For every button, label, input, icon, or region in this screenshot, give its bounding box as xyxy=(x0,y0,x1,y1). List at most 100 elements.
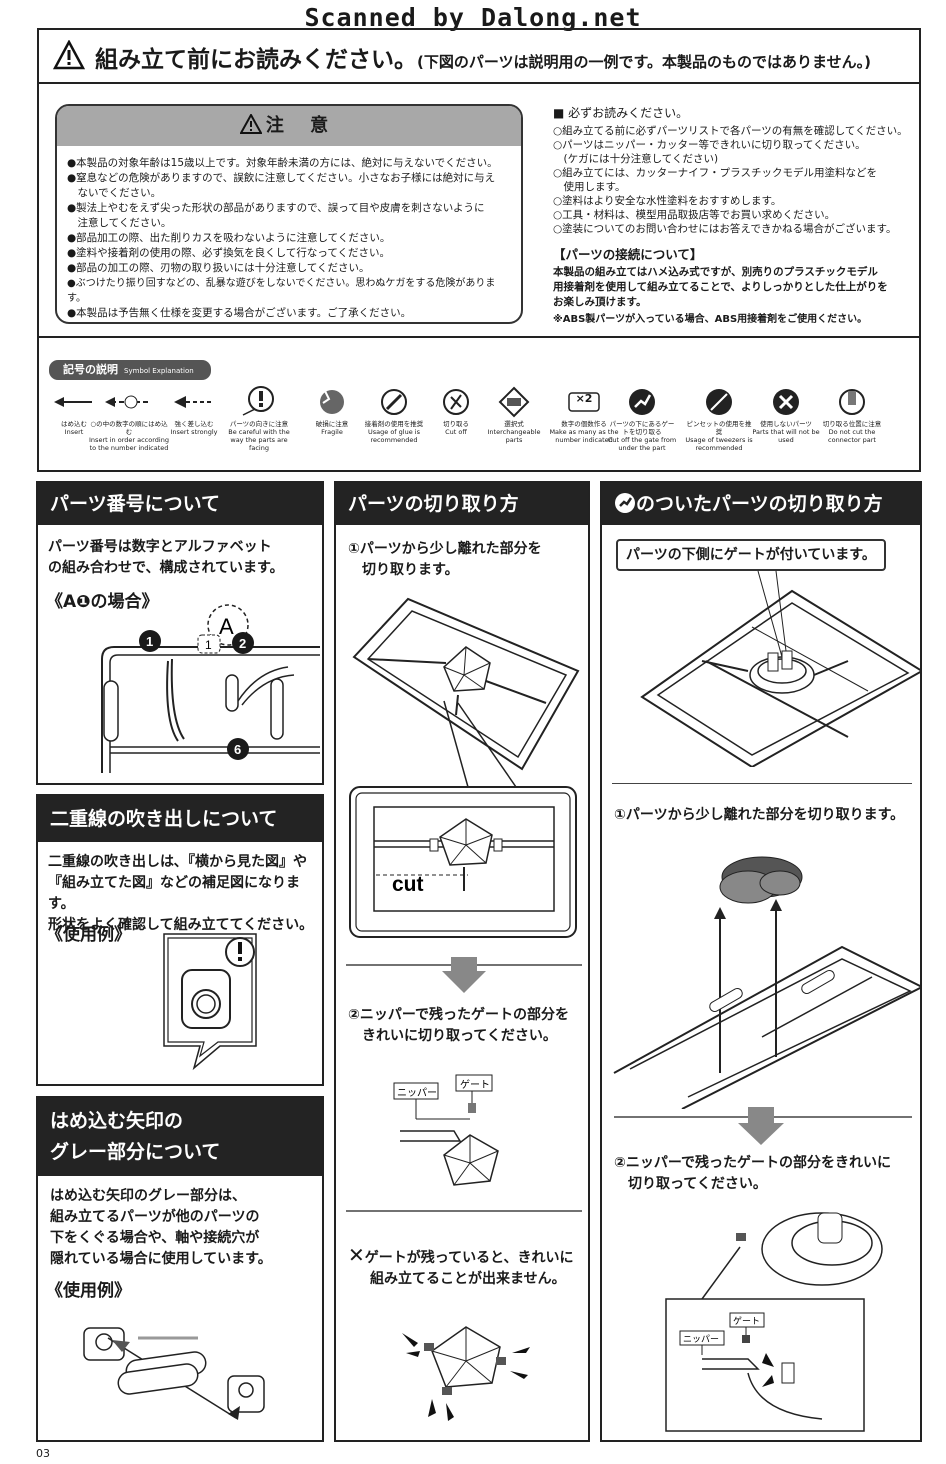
multiply-icon: ×2 xyxy=(549,384,619,420)
list-item: ○パーツはニッパー・カッター等できれいに切り取ってください。 xyxy=(553,139,866,151)
runner-label-a: A xyxy=(219,614,234,639)
list-item: ●ぶつけたり振り回すなどの、乱暴な遊びをしないでください。思わぬケガをする危険が… xyxy=(67,278,496,304)
symbol-label-jp: 切り取る xyxy=(443,420,469,428)
joint-note: ※ABS製パーツが入っている場合、ABS用接着剤をご使用ください。 xyxy=(553,314,868,325)
symbol-label-jp: 破損に注意 xyxy=(315,420,349,428)
nipper-label: ニッパー xyxy=(683,1334,719,1344)
cut-step2-text: ②ニッパーで残ったゲートの部分を きれいに切り取ってください。 xyxy=(348,1007,570,1044)
cut-step1-text: ①パーツから少し離れた部分を 切り取ります。 xyxy=(348,541,542,578)
gray-arrow-body: はめ込む矢印のグレー部分は、 組み立てるパーツが他のパーツの 下をくぐる場合や、… xyxy=(50,1188,272,1267)
gate-step2-text: ②ニッパーで残ったゲートの部分をきれいに 切り取ってください。 xyxy=(614,1155,892,1192)
list-item: 使用します。 xyxy=(553,181,626,193)
divider xyxy=(612,783,912,784)
list-item: ●部品の加工の際、刃物の取り扱いには十分注意してください。 xyxy=(67,262,370,274)
arrow-insert-icon xyxy=(39,384,109,420)
nipper-label: ニッパー xyxy=(397,1087,437,1099)
cut-warning-illustration xyxy=(402,1326,530,1421)
gray-arrow-example: 《使用例》 xyxy=(46,1281,131,1301)
gate-step2-illustration: ゲート ニッパー xyxy=(665,1212,883,1432)
select-icon xyxy=(479,384,549,420)
list-item: ●塗料や接着剤の使用の際、必ず換気を良くして行なってください。 xyxy=(67,247,391,259)
symbol-label-en: Insert strongly xyxy=(170,428,218,436)
symbol-label-en: Insert in order according to the number … xyxy=(89,436,169,452)
gate-parts-panel: のついたパーツの切り取り方 パーツの下側にゲートが付いています。 ①パーツから少… xyxy=(600,481,922,1442)
part-number-heading: パーツ番号について xyxy=(38,483,322,525)
double-balloon-illustration xyxy=(163,933,257,1071)
unused-icon xyxy=(751,384,821,420)
symbol-label-en: Be careful with the way the parts are fa… xyxy=(228,428,290,452)
symbol-label-jp: パーツの向きに注意 xyxy=(229,420,289,428)
gate-callout: パーツの下側にゲートが付いています。 xyxy=(616,539,886,571)
symbol-label-jp: 強く差し込む xyxy=(174,420,214,428)
symbol-label-jp: 数字の個数作る xyxy=(561,420,607,428)
symbol-label-en: Usage of tweezers is recommended xyxy=(685,436,753,452)
page-subtitle: (下図のパーツは説明用の一例です。本製品のものではありません。) xyxy=(417,53,871,71)
joint-body-line: 本製品の組み立てはハメ込み式ですが、別売りのプラスチックモデル xyxy=(553,266,878,278)
symbol-label-en: Usage of glue is recommended xyxy=(368,428,420,444)
gate-label: ゲート xyxy=(460,1079,490,1091)
gate-step1-illustration xyxy=(613,856,922,1109)
symbol-label-jp: 接着剤の使用を推奨 xyxy=(364,420,424,428)
list-item: ○工具・材料は、模型用品取扱店等でお買い求めください。 xyxy=(553,209,836,221)
cut-position-icon xyxy=(817,384,887,420)
cut-method-panel: パーツの切り取り方 ①パーツから少し離れた部分を 切り取ります。 cut ②ニッ… xyxy=(334,481,590,1442)
runner-label-2: 2 xyxy=(239,636,246,651)
symbol-label-jp: はめ込む xyxy=(61,420,87,428)
list-item: ○塗装についてのお問い合わせにはお答えできかねる場合がございます。 xyxy=(553,223,897,235)
list-item: (ケガには十分注意してください) xyxy=(553,153,719,165)
symbol-label-jp: パーツの下にあるゲートを切り取る xyxy=(609,420,675,436)
cut-method-heading: パーツの切り取り方 xyxy=(336,483,588,525)
cross-icon: ✕ xyxy=(348,1243,365,1267)
runner-label-6: 6 xyxy=(234,742,241,757)
tweezers-icon xyxy=(684,384,754,420)
gate-under-icon xyxy=(615,493,635,513)
caution-heading: 注 意 xyxy=(57,106,521,146)
gate-step1-text: ①パーツから少し離れた部分を切り取ります。 xyxy=(614,807,905,823)
symbol-label-en: Interchangeable parts xyxy=(487,428,541,444)
symbol-label-en: Insert xyxy=(64,428,84,436)
arrow-order-icon xyxy=(89,384,169,420)
gray-arrow-panel: はめ込む矢印の グレー部分について はめ込む矢印のグレー部分は、 組み立てるパー… xyxy=(36,1096,324,1442)
warning-icon xyxy=(53,40,85,70)
cut-label: cut xyxy=(392,873,424,896)
divider xyxy=(346,1210,582,1212)
must-read-title: ■ 必ずお読みください。 xyxy=(553,106,689,120)
symbol-label-en: Fragile xyxy=(321,428,343,436)
list-item: ●本製品の対象年齢は15歳以上です。対象年齢未満の方には、絶対に与えないでくださ… xyxy=(67,157,498,169)
down-arrow-icon xyxy=(346,957,582,993)
part-number-panel: パーツ番号について パーツ番号は数字とアルファベット の組み合わせで、構成されて… xyxy=(36,481,324,785)
double-balloon-panel: 二重線の吹き出しについて 二重線の吹き出しは､『横から見た図』や 『組み立てた図… xyxy=(36,794,324,1086)
symbol-label-jp: 使用しないパーツ xyxy=(760,420,812,428)
cut-warning-text: ✕ゲートが残っていると、きれいに 組み立てることが出来ません。 xyxy=(348,1243,574,1288)
list-item: ○塗料はより安全な水性塗料をおすすめします。 xyxy=(553,195,782,207)
double-balloon-example: 《使用例》 xyxy=(46,925,131,945)
gate-under-icon xyxy=(607,384,677,420)
list-item: ●部品加工の際、出た削りカスを吸わないように注意してください。 xyxy=(67,232,391,244)
warning-icon xyxy=(239,112,263,134)
gray-arrow-illustration xyxy=(83,1327,265,1420)
gray-arrow-heading: はめ込む矢印の グレー部分について xyxy=(38,1098,322,1176)
header-box: 組み立て前にお読みください。(下図のパーツは説明用の一例です。本製品のものではあ… xyxy=(37,28,921,84)
scan-credit: Scanned by Dalong.net xyxy=(304,3,642,32)
list-item: ●窒息などの危険がありますので、誤飲に注意してください。小さなお子様には絶対に与… xyxy=(67,172,496,184)
runner-label-1: 1 xyxy=(146,634,153,649)
list-item: ○組み立てる前に必ずパーツリストで各パーツの有無を確認してください。 xyxy=(553,125,908,137)
symbol-label-en: Do not cut the connector part xyxy=(828,428,876,444)
symbol-label-jp: ピンセットの使用を推奨 xyxy=(686,420,752,436)
symbol-label-jp: 切り取る位置に注意 xyxy=(822,420,882,428)
symbol-icon-label: ×2 xyxy=(575,392,593,405)
list-item: ないでください。 xyxy=(67,187,162,199)
symbol-label-en: Cut off xyxy=(445,428,467,436)
list-item: ○組み立てには、カッターナイフ・プラスチックモデル用塗料などを xyxy=(553,167,877,179)
